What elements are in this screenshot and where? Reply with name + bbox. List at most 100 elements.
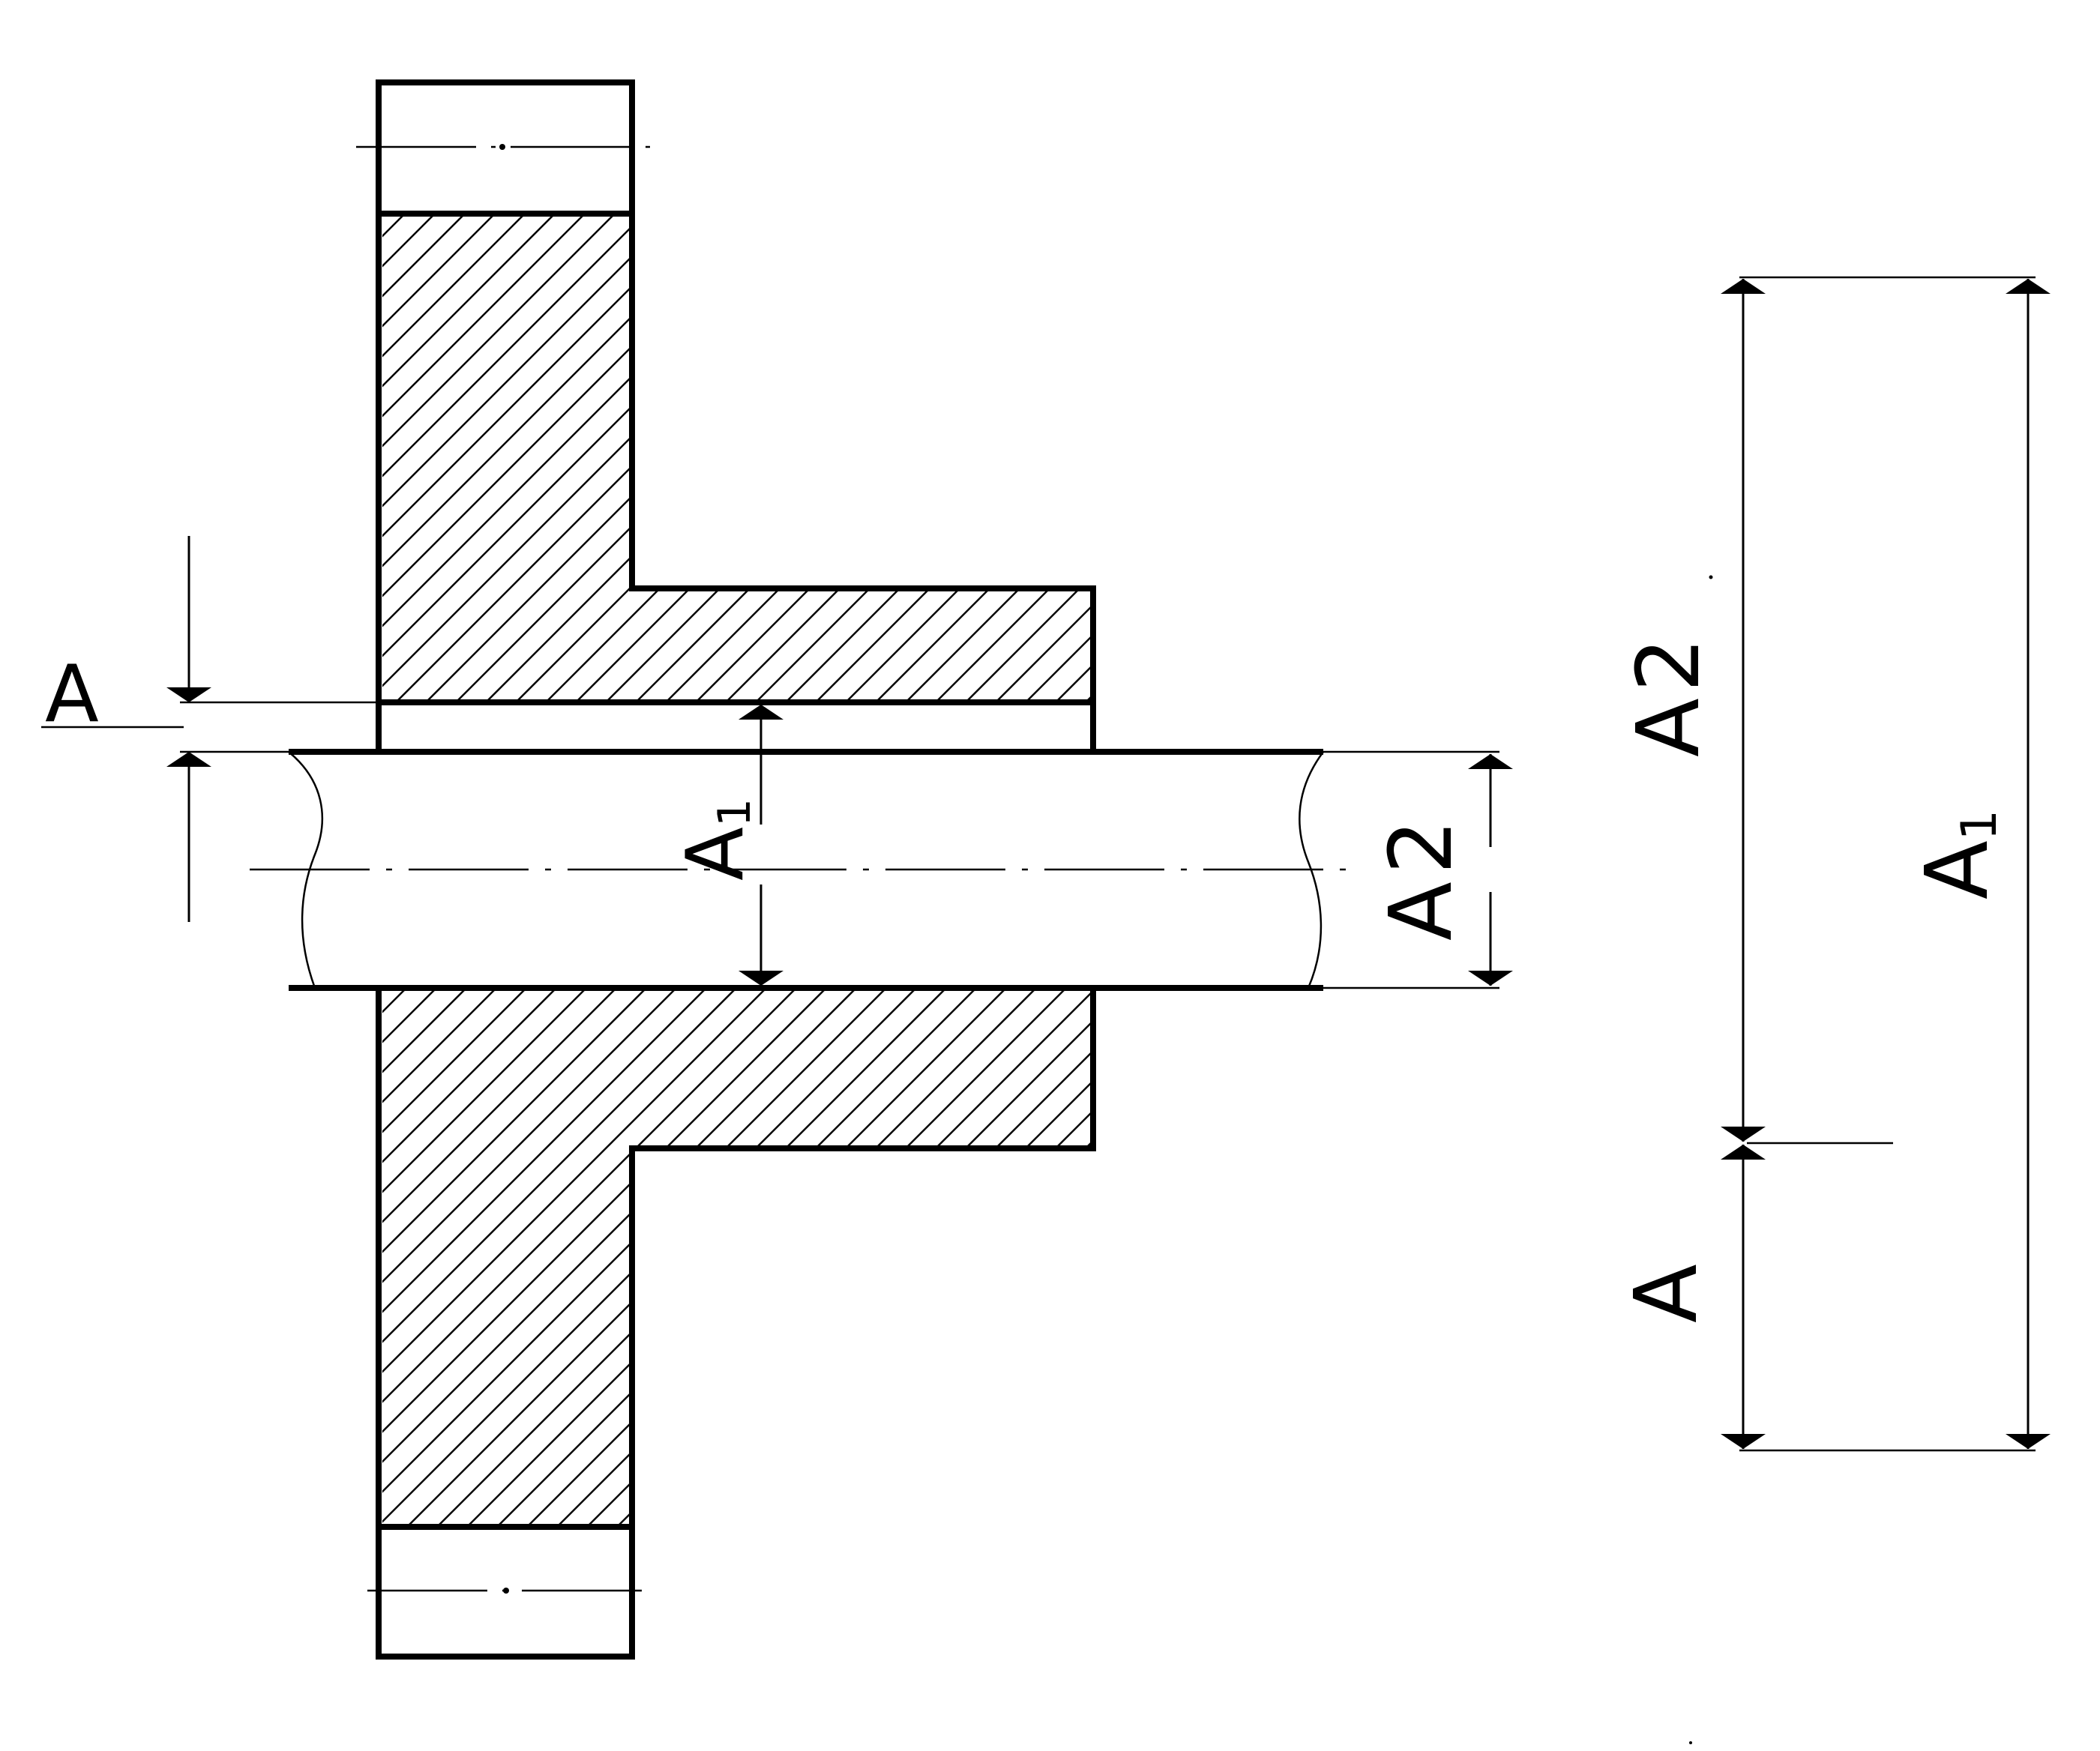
hatch-line xyxy=(1034,989,1093,1527)
hatch-line xyxy=(1443,210,1938,705)
hatch-line xyxy=(663,214,1093,701)
hatch-line xyxy=(974,989,1093,1527)
hatch-line xyxy=(393,214,889,701)
hatch-line xyxy=(1185,986,1728,1529)
hatch-line xyxy=(494,989,1039,1527)
hatch-line xyxy=(1514,986,2058,1529)
chain-a: A xyxy=(1616,1145,1766,1449)
hatch-line xyxy=(543,214,1039,701)
hatch-line xyxy=(1155,986,1698,1529)
hatch-line xyxy=(963,214,1093,701)
hatch-line xyxy=(382,989,619,1527)
hatch-line xyxy=(483,214,979,701)
hatch-line xyxy=(723,214,1093,701)
hatch-line xyxy=(1424,986,1968,1529)
hatch-line xyxy=(1083,214,1093,701)
hatch-line xyxy=(1173,210,1668,705)
dimension-chain: A2 A A1 xyxy=(1616,276,2051,1452)
hatch-line xyxy=(764,989,1093,1527)
hatch-line xyxy=(1413,210,1908,705)
hatch-line xyxy=(0,986,379,1529)
hatch-line xyxy=(614,989,1093,1527)
hatch-line xyxy=(382,989,799,1527)
hatch-line xyxy=(434,989,979,1527)
hatch-line xyxy=(573,214,1069,701)
hatch-line xyxy=(1023,214,1093,701)
hatch-line xyxy=(382,989,919,1527)
hatch-line xyxy=(382,989,889,1527)
hatch-line xyxy=(1125,986,1668,1529)
hatch-line xyxy=(1233,210,1728,705)
hatch-line xyxy=(1503,210,1998,705)
hatch-line xyxy=(382,989,769,1527)
hatch-line xyxy=(914,989,1093,1527)
hatch-line xyxy=(1203,210,1698,705)
hatch-line xyxy=(1004,989,1093,1527)
hatch-line xyxy=(404,989,949,1527)
hatch-line xyxy=(1473,210,1968,705)
shaft-dimension-a2: A2 xyxy=(1323,750,1513,989)
chain-a1: A1 xyxy=(1907,279,2051,1449)
hatch-line xyxy=(903,214,1093,701)
hatch-line xyxy=(382,989,649,1527)
hatch-line xyxy=(382,214,649,701)
hatch-line xyxy=(382,214,469,701)
hatch-line xyxy=(783,214,1093,701)
hatch-line xyxy=(884,989,1093,1527)
flange-upper xyxy=(356,79,2058,752)
hatch-line xyxy=(873,214,1093,701)
flange-lower-outline xyxy=(376,988,1096,1660)
hatch-line xyxy=(1113,210,1608,705)
hatch-line xyxy=(813,214,1093,701)
hatch-line xyxy=(1365,986,1908,1529)
hatch-line xyxy=(382,989,439,1527)
hatch-line xyxy=(693,214,1093,701)
a1-bore-label: A1 xyxy=(670,798,761,881)
hatch-line xyxy=(1353,210,1848,705)
hatch-line xyxy=(1053,214,1093,701)
hatch-line xyxy=(603,214,1093,701)
hatch-line xyxy=(382,214,499,701)
hatch-line xyxy=(382,989,709,1527)
hatch-line xyxy=(1064,989,1093,1527)
hatch-line xyxy=(382,989,469,1527)
hatch-line xyxy=(423,214,919,701)
hatch-line xyxy=(1263,210,1758,705)
hatch-line xyxy=(382,989,559,1527)
hatch-line xyxy=(944,989,1093,1527)
chain-a2-label: A2 xyxy=(1619,637,1719,757)
bore-dimension-a1: A1 xyxy=(670,702,783,986)
hatch-line xyxy=(854,989,1093,1527)
chain-a-label: A xyxy=(1616,1264,1717,1323)
hatch-line xyxy=(1533,210,2028,705)
hatch-line xyxy=(524,989,1069,1527)
hatch-line xyxy=(382,989,829,1527)
chain-a1-label: A1 xyxy=(1907,810,2008,899)
hatch-line xyxy=(453,214,949,701)
hatch-line xyxy=(1563,210,2058,705)
hatch-line xyxy=(382,989,589,1527)
hatch-line xyxy=(382,214,739,701)
hatch-line xyxy=(1293,210,1788,705)
hatch-line xyxy=(584,989,1093,1527)
hatch-line xyxy=(1604,986,2100,1529)
hatch-line xyxy=(1574,986,2100,1529)
hatch-line xyxy=(1454,986,1998,1529)
hatch-line xyxy=(382,989,859,1527)
hatch-line xyxy=(382,214,679,701)
section-hatch-upper xyxy=(382,210,2058,705)
hatch-line xyxy=(933,214,1093,701)
hatch-line xyxy=(382,989,739,1527)
section-hatch-lower xyxy=(0,986,2100,1529)
hatch-line xyxy=(1484,986,2028,1529)
hatch-line xyxy=(1245,986,1788,1529)
a2-shaft-label: A2 xyxy=(1371,812,1472,941)
hatch-line xyxy=(382,214,829,701)
hatch-line xyxy=(1095,986,1638,1529)
hatch-line xyxy=(382,214,589,701)
hatch-line xyxy=(382,214,859,701)
hatch-line xyxy=(1215,986,1758,1529)
hatch-line xyxy=(382,214,409,701)
hatch-line xyxy=(794,989,1093,1527)
hatch-line xyxy=(824,989,1093,1527)
